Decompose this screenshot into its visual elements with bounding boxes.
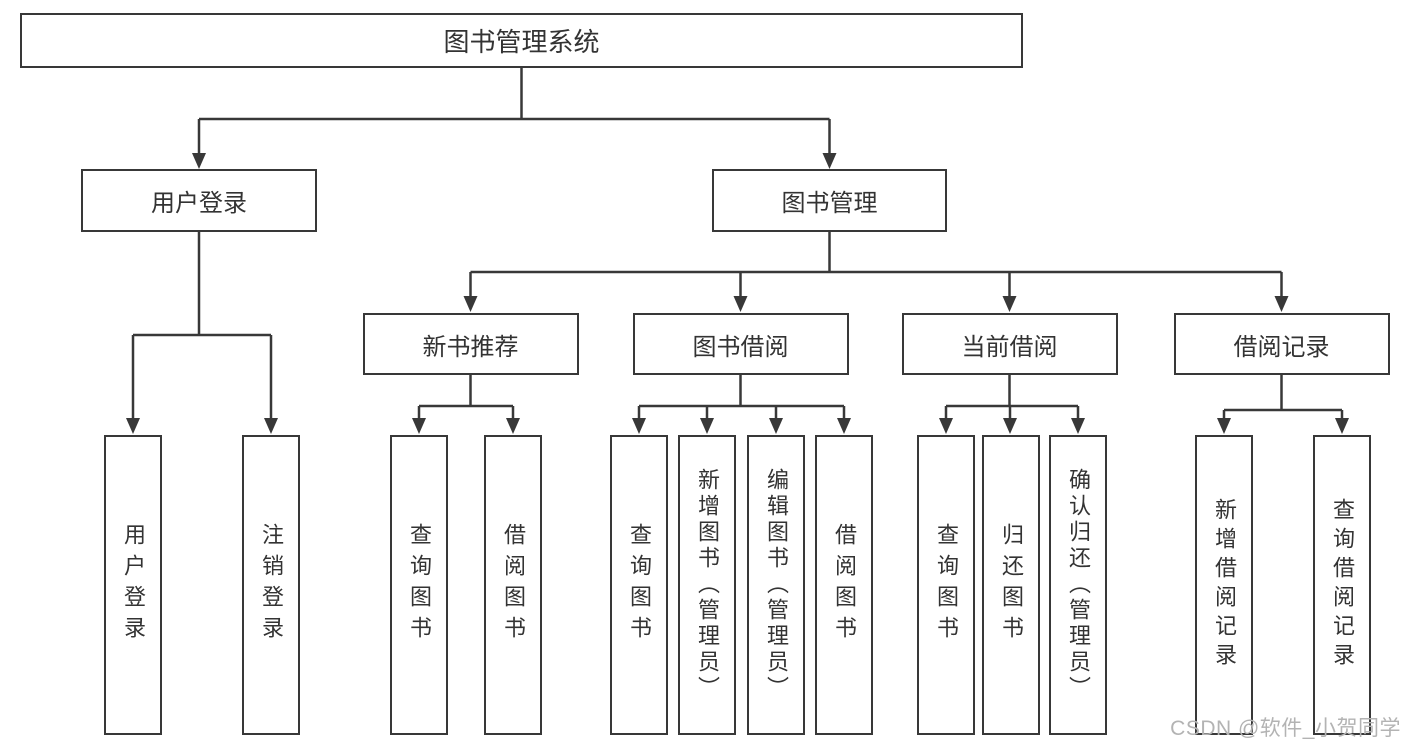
leaf-user-login-label: 用户登录 — [121, 523, 146, 647]
leaf-user-login: 用户登录 — [104, 435, 162, 735]
node-book-management-label: 图书管理 — [781, 190, 878, 217]
node-book-borrow: 图书借阅 — [632, 313, 849, 375]
leaf-query-borrow-record: 查询借阅记录 — [1313, 435, 1371, 735]
leaf-add-books-admin-label: 新增图书（管理员） — [695, 468, 720, 702]
node-root-library-system: 图书管理系统 — [20, 13, 1023, 68]
leaf-edit-books-admin-label: 编辑图书（管理员） — [764, 468, 789, 702]
arrowheads — [126, 153, 1349, 434]
node-user-login: 用户登录 — [81, 169, 317, 232]
node-book-borrow-label: 图书借阅 — [692, 333, 789, 361]
node-current-borrow-label: 当前借阅 — [961, 333, 1058, 361]
leaf-add-books-admin: 新增图书（管理员） — [678, 435, 736, 735]
leaf-logout-label: 注销登录 — [259, 523, 284, 647]
leaf-query-books-recommend: 查询图书 — [390, 435, 448, 735]
leaf-return-books: 归还图书 — [982, 435, 1040, 735]
leaf-borrow-books-label: 借阅图书 — [832, 523, 857, 647]
node-current-borrow: 当前借阅 — [901, 313, 1118, 375]
leaf-confirm-return-admin: 确认归还（管理员） — [1049, 435, 1107, 735]
node-borrow-records: 借阅记录 — [1173, 313, 1390, 375]
leaf-query-books-borrow-label: 查询图书 — [627, 523, 652, 647]
leaf-return-books-label: 归还图书 — [999, 523, 1024, 647]
leaf-confirm-return-admin-label: 确认归还（管理员） — [1066, 468, 1091, 702]
node-new-book-recommend-label: 新书推荐 — [422, 333, 519, 361]
leaf-add-borrow-record-label: 新增借阅记录 — [1212, 498, 1237, 672]
leaf-logout: 注销登录 — [242, 435, 300, 735]
leaf-borrow-books-recommend: 借阅图书 — [484, 435, 542, 735]
node-book-management: 图书管理 — [712, 169, 947, 232]
node-borrow-records-label: 借阅记录 — [1233, 333, 1330, 361]
node-user-login-label: 用户登录 — [151, 190, 247, 217]
leaf-query-books-recommend-label: 查询图书 — [407, 523, 432, 647]
leaf-query-books-borrow: 查询图书 — [610, 435, 668, 735]
leaf-borrow-books-recommend-label: 借阅图书 — [501, 523, 526, 647]
leaf-query-books-current-label: 查询图书 — [934, 523, 959, 647]
leaf-borrow-books: 借阅图书 — [815, 435, 873, 735]
node-root-label: 图书管理系统 — [443, 27, 600, 57]
connector-paths — [131, 68, 1344, 420]
leaf-query-borrow-record-label: 查询借阅记录 — [1330, 498, 1355, 672]
leaf-query-books-current: 查询图书 — [917, 435, 975, 735]
leaf-add-borrow-record: 新增借阅记录 — [1195, 435, 1253, 735]
node-new-book-recommend: 新书推荐 — [362, 313, 579, 375]
leaf-edit-books-admin: 编辑图书（管理员） — [747, 435, 805, 735]
csdn-watermark: CSDN @软件_小贺同学 — [1170, 717, 1401, 740]
